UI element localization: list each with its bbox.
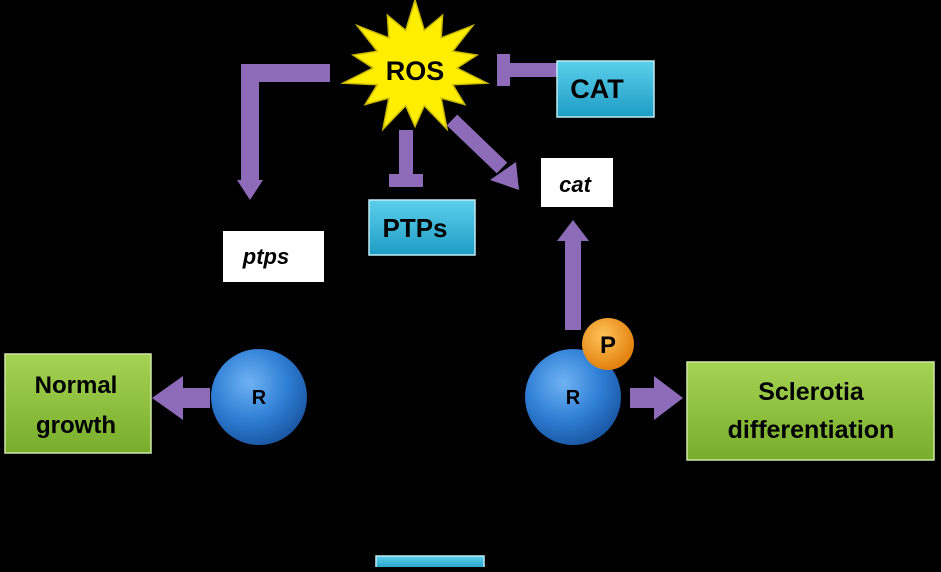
rp-to-cat-arrow: [557, 220, 589, 330]
normal-growth-line1: Normal: [35, 372, 118, 399]
phosphate-badge: P: [582, 318, 634, 370]
dephosphorylation-arc: [305, 261, 550, 344]
sclerotia-box: Sclerotia differentiation: [686, 361, 935, 461]
ptps-protein-box: PTPs: [368, 199, 476, 256]
normal-growth-box: Normal growth: [4, 353, 152, 454]
normal-growth-line2: growth: [36, 412, 116, 439]
receptor-right-label: R: [566, 387, 581, 409]
ros-inhibits-ptps-bar: [389, 130, 423, 187]
receptor-phosphorylated: R: [525, 349, 621, 445]
cat-inhibits-ros-bar: [497, 54, 558, 86]
r-to-normal-growth-arrow: [152, 376, 210, 420]
rp-to-sclerotia-arrow: [630, 376, 683, 420]
ros-to-ptps-arrow: [237, 64, 330, 200]
phosphorylation-arc: [308, 455, 542, 520]
ptps-gene: ptps: [168, 195, 324, 284]
receptor-unphosphorylated: R: [211, 349, 307, 445]
cat-gene: cat: [508, 121, 613, 209]
ros-starburst: ROS: [340, 0, 490, 132]
sclerotia-line2: differentiation: [728, 416, 895, 444]
ros-to-cat-arrow: [446, 114, 519, 190]
cat-gene-label: cat: [559, 172, 592, 197]
receptor-left-label: R: [252, 387, 267, 409]
phosphate-label: P: [600, 332, 616, 359]
cat-protein-box: CAT: [556, 60, 655, 118]
sclerotia-line1: Sclerotia: [758, 378, 865, 406]
ptps-gene-label: ptps: [242, 244, 289, 269]
ros-label: ROS: [386, 56, 445, 86]
cat-protein-label: CAT: [570, 74, 624, 104]
ptps-protein-label: PTPs: [382, 213, 447, 243]
cropped-bottom-box: [375, 555, 485, 571]
